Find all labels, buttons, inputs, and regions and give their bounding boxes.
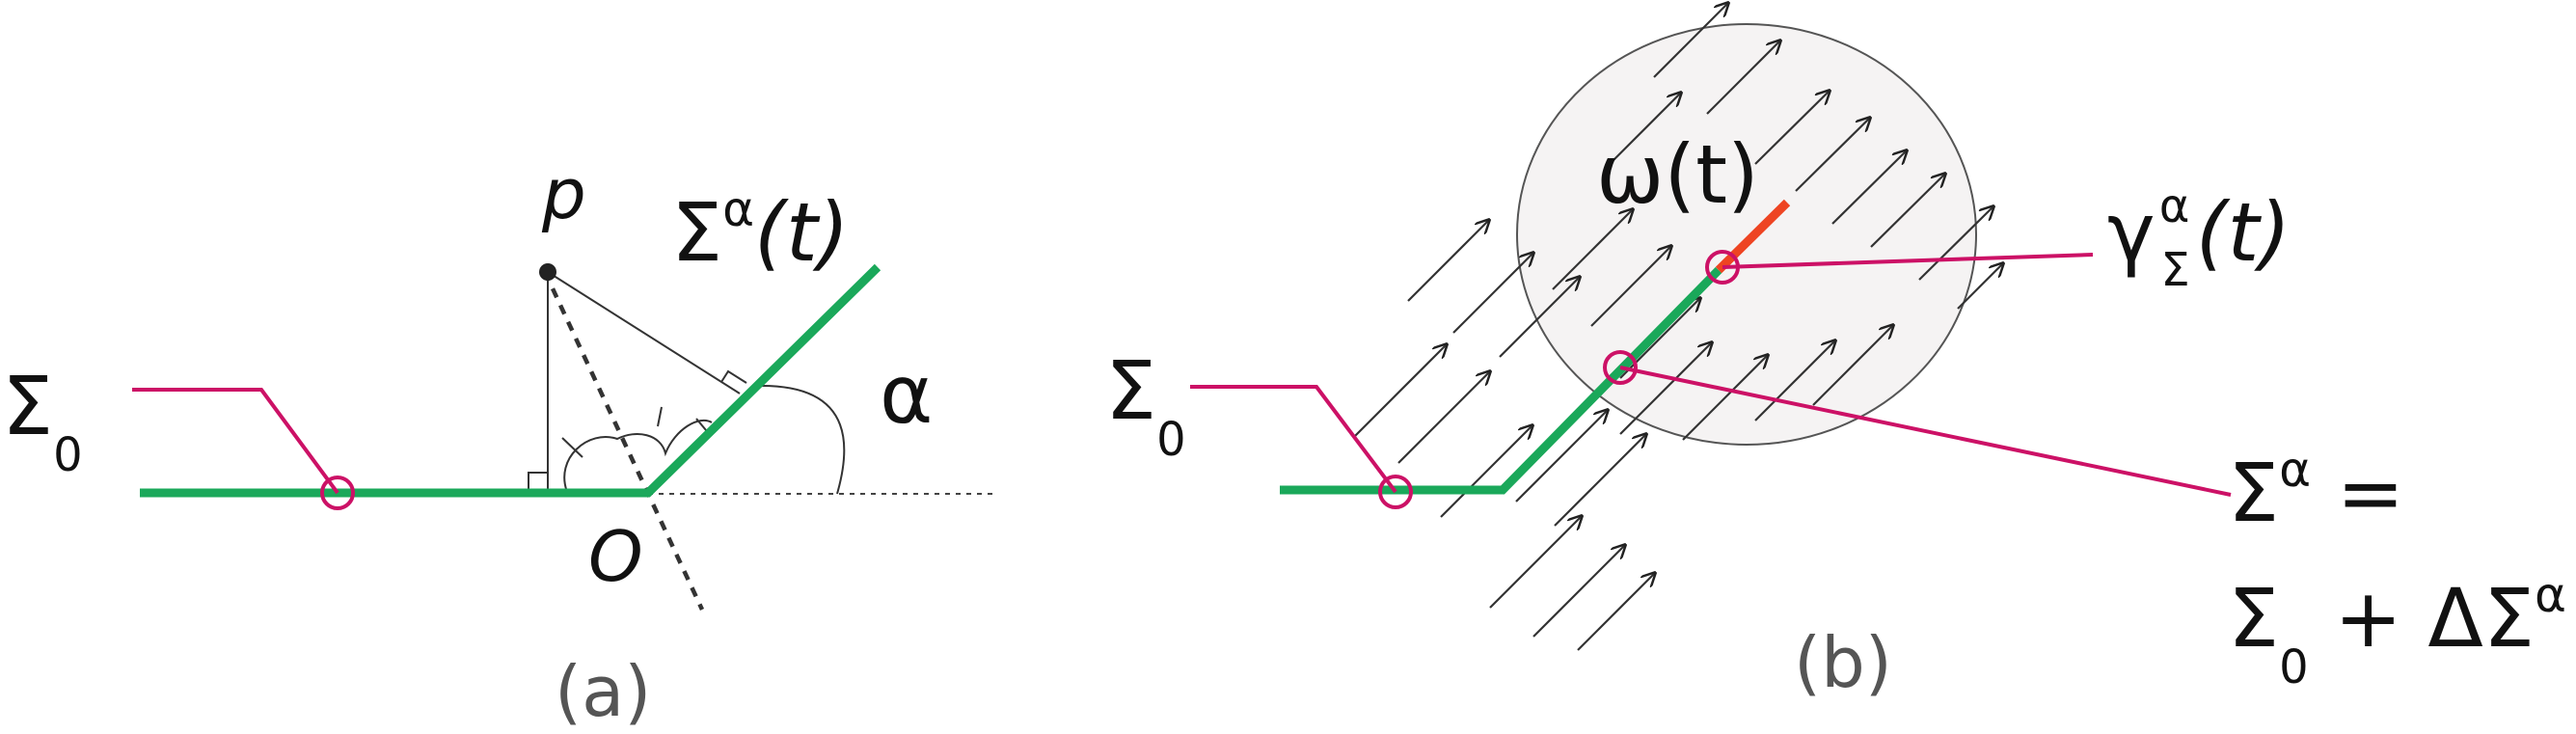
field-arrow	[1607, 93, 1681, 167]
caption-b: (b)	[1794, 622, 1892, 703]
field-arrow	[1499, 277, 1580, 358]
field-arrow	[1590, 246, 1671, 327]
field-arrow	[1812, 325, 1893, 406]
field-arrow	[1619, 342, 1712, 435]
field-arrow	[1354, 344, 1447, 437]
omega-t-label: ω(t)	[1596, 127, 1759, 222]
origin-label: O	[588, 516, 643, 597]
right-angle-mark-incline	[720, 369, 747, 384]
sigma-alpha-curve-b	[1280, 266, 1722, 495]
field-arrow	[1515, 410, 1608, 503]
perpendicular-to-incline	[547, 271, 741, 394]
point-p-dot	[539, 263, 556, 281]
junction-circle-b	[1378, 475, 1413, 509]
equation-line-2: Σ0 + ΔΣα	[2228, 567, 2566, 694]
sigma-alpha-point-circle	[1603, 350, 1638, 385]
angle-tick-2	[657, 406, 663, 427]
field-arrow	[1795, 118, 1870, 192]
sigma0-curve-b	[1190, 385, 1397, 494]
leader-gamma	[1722, 253, 2094, 269]
field-arrow	[1554, 434, 1646, 527]
field-arrow	[1397, 371, 1490, 464]
field-arrow	[1918, 206, 1993, 281]
field-arrow	[1682, 355, 1768, 441]
field-arrow	[1831, 150, 1907, 225]
field-arrow	[1532, 545, 1625, 638]
dashed-normal-line	[542, 271, 705, 611]
field-arrow	[1440, 425, 1532, 518]
field-arrow	[1706, 41, 1780, 115]
field-arrow	[1754, 91, 1830, 165]
sigma0-label-a: Σ0	[2, 359, 83, 482]
field-arrow	[1577, 573, 1655, 651]
omega-disk	[1516, 23, 1977, 446]
sigma0-label-b: Σ0	[1105, 343, 1186, 467]
field-arrow	[1754, 340, 1835, 421]
right-angle-mark-base	[528, 472, 548, 492]
sigma-alpha-curve-a	[140, 263, 881, 498]
alpha-label: α	[880, 347, 933, 442]
angle-arc-alpha	[761, 385, 846, 495]
velocity-field	[1354, 3, 2003, 651]
panel-a: Σ0 p Σα(t) α O (a)	[2, 153, 998, 732]
sigma0-curve-a	[132, 388, 339, 495]
growth-segment	[1715, 199, 1791, 274]
field-arrow	[1957, 263, 2003, 310]
junction-circle-a	[320, 476, 355, 510]
sigma-alpha-t-label: Σα(t)	[671, 181, 850, 280]
point-p-label: p	[541, 153, 586, 234]
equation-line-1: Σα =	[2228, 442, 2404, 540]
angle-tick-1	[561, 437, 583, 458]
angle-arc-left	[563, 419, 713, 493]
leader-sigma-alpha	[1619, 366, 2232, 497]
field-arrow	[1870, 174, 1945, 248]
caption-a: (a)	[555, 651, 651, 732]
field-arrow	[1452, 253, 1533, 334]
field-arrow	[1653, 3, 1728, 78]
field-arrow	[1552, 209, 1633, 290]
field-arrow	[1489, 516, 1582, 609]
field-arrow	[1407, 220, 1489, 302]
